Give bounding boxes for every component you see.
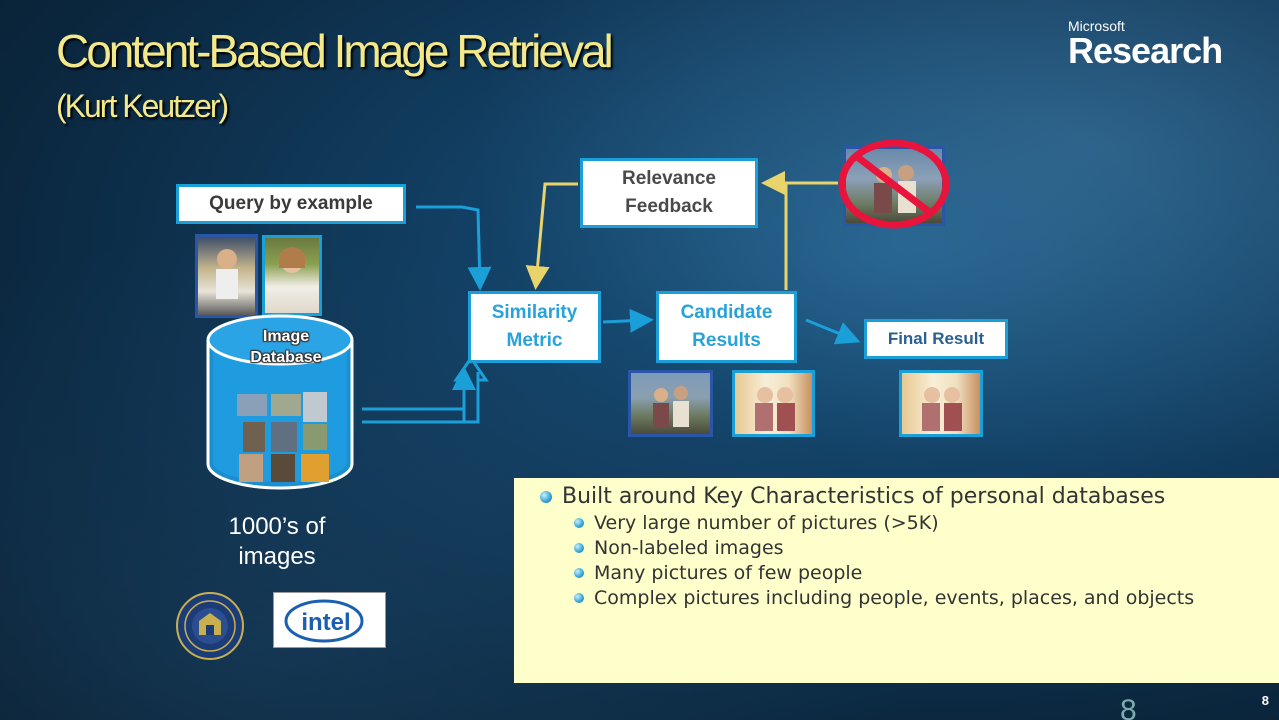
bullet-dot-icon <box>574 543 584 553</box>
final-result-photo <box>899 370 983 437</box>
logo-division: Research <box>1068 30 1223 71</box>
intel-logo: intel <box>273 592 386 648</box>
similarity-line1: Similarity <box>491 302 578 323</box>
main-bullet: Built around Key Characteristics of pers… <box>540 484 1279 509</box>
sub-bullet-text: Non-labeled images <box>594 537 784 559</box>
bullet-dot-icon <box>574 593 584 603</box>
final-result-box: Final Result <box>864 319 1008 359</box>
similarity-line2: Metric <box>506 330 563 351</box>
relevance-line2: Feedback <box>625 196 713 217</box>
query-label: Query by example <box>209 193 373 214</box>
characteristics-panel: Built around Key Characteristics of pers… <box>514 478 1279 683</box>
image-database-cylinder <box>206 314 354 490</box>
sub-bullet: Non-labeled images <box>574 537 1279 559</box>
bullet-dot-icon <box>574 518 584 528</box>
logo-company: Microsoft <box>1068 18 1125 34</box>
final-result-label: Final Result <box>887 329 985 348</box>
bullet-dot-icon <box>574 568 584 578</box>
microsoft-research-logo: Microsoft Research <box>1068 18 1223 72</box>
relevance-line1: Relevance <box>621 168 716 189</box>
candidate-photo-1 <box>628 370 713 437</box>
db-count-line2: images <box>238 543 316 570</box>
university-seal-logo <box>176 592 244 660</box>
arrow-database-to-similarity <box>362 366 476 411</box>
db-count-line1: 1000’s of <box>228 513 326 540</box>
candidate-line2: Results <box>692 330 761 351</box>
reject-symbol-icon <box>838 139 950 229</box>
intel-logo-text: intel <box>301 609 350 636</box>
slide-subtitle: (Kurt Keutzer) <box>56 88 229 124</box>
query-by-example-box: Query by example <box>176 184 406 224</box>
page-number: 8 <box>1261 693 1269 708</box>
slide-title: Content-Based Image Retrieval <box>56 25 614 77</box>
query-photo-1 <box>195 234 258 318</box>
arrow-query-to-similarity <box>416 205 492 291</box>
sub-bullet-text: Very large number of pictures (>5K) <box>594 512 939 534</box>
database-label: Image Database <box>231 326 341 368</box>
sub-bullet: Complex pictures including people, event… <box>574 587 1279 609</box>
sub-bullet-text: Complex pictures including people, event… <box>594 587 1195 609</box>
candidate-line1: Candidate <box>680 302 773 323</box>
database-line2: Database <box>250 349 322 366</box>
similarity-metric-box: Similarity Metric <box>468 291 601 363</box>
main-bullet-text: Built around Key Characteristics of pers… <box>562 484 1166 509</box>
relevance-feedback-box: Relevance Feedback <box>580 158 758 228</box>
candidate-results-box: Candidate Results <box>656 291 797 363</box>
arrow-feedback-to-similarity <box>525 182 578 290</box>
slide-watermark-number: 8 <box>1120 696 1137 720</box>
sub-bullet: Many pictures of few people <box>574 562 1279 584</box>
candidate-photo-2 <box>732 370 815 437</box>
database-size-caption: 1000’s of images <box>212 512 342 572</box>
arrow-candidate-to-final <box>805 318 861 345</box>
query-photo-2 <box>262 235 322 316</box>
database-line1: Image <box>262 328 310 345</box>
sub-bullet-text: Many pictures of few people <box>594 562 863 584</box>
arrowhead-open <box>453 355 489 424</box>
arrow-similarity-to-candidate <box>602 308 654 333</box>
bullet-dot-icon <box>540 490 552 503</box>
sub-bullet: Very large number of pictures (>5K) <box>574 512 1279 534</box>
arrow-candidate-to-feedback <box>761 171 788 290</box>
